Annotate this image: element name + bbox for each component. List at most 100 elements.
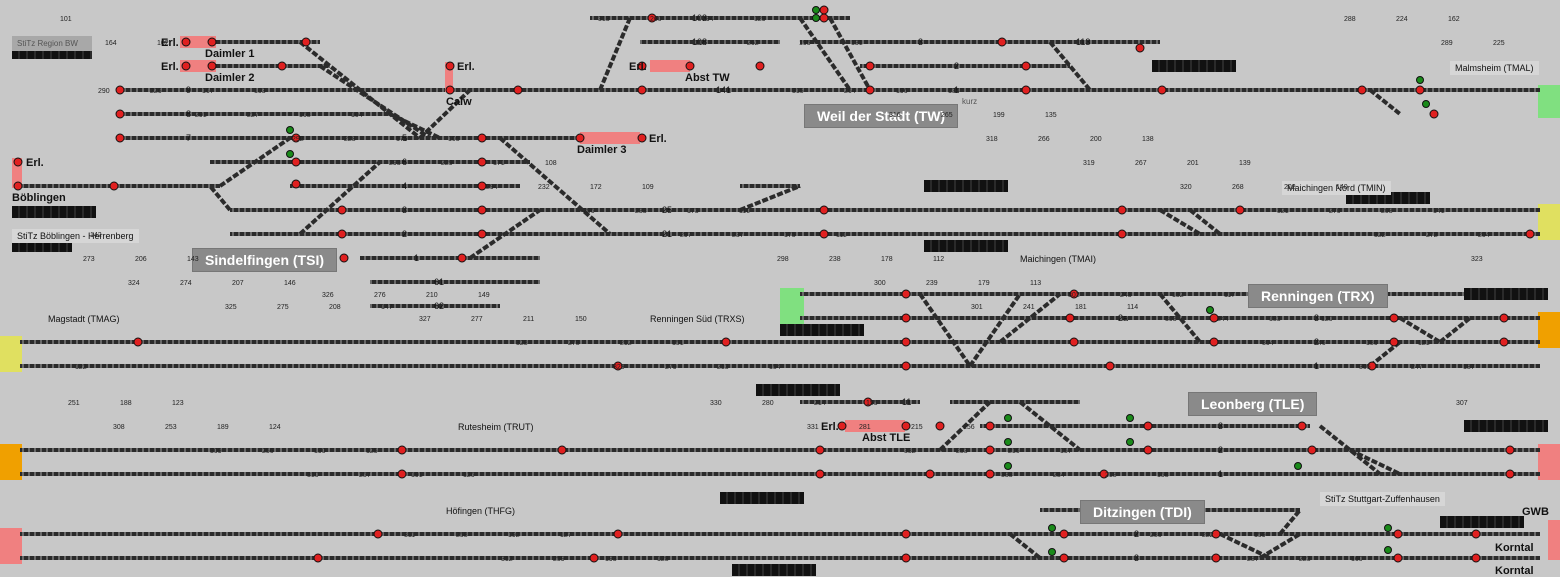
signal[interactable] bbox=[1367, 361, 1377, 371]
block-abst-tw[interactable]: Abst TW bbox=[685, 72, 730, 84]
pre-signal[interactable] bbox=[812, 6, 820, 14]
pre-signal[interactable] bbox=[812, 14, 820, 22]
signal[interactable] bbox=[1393, 529, 1403, 539]
signal[interactable] bbox=[133, 337, 143, 347]
track-segment[interactable] bbox=[800, 400, 920, 404]
signal[interactable] bbox=[301, 37, 311, 47]
signal[interactable] bbox=[109, 181, 119, 191]
block-korntal-1[interactable]: Korntal bbox=[1495, 542, 1534, 554]
edge-marker-green[interactable] bbox=[1538, 85, 1560, 118]
signal[interactable] bbox=[1389, 337, 1399, 347]
signal[interactable] bbox=[1389, 313, 1399, 323]
track-segment[interactable] bbox=[230, 232, 1540, 236]
signal[interactable] bbox=[1505, 469, 1515, 479]
track-crossover[interactable] bbox=[1219, 532, 1271, 560]
edge-marker-pink[interactable] bbox=[0, 528, 22, 564]
signal[interactable] bbox=[613, 529, 623, 539]
erl-label[interactable]: Erl. bbox=[821, 421, 839, 433]
track-segment[interactable] bbox=[640, 40, 780, 44]
signal[interactable] bbox=[1135, 43, 1145, 53]
signal[interactable] bbox=[1499, 337, 1509, 347]
signal[interactable] bbox=[1307, 445, 1317, 455]
edge-marker-orange[interactable] bbox=[0, 444, 22, 480]
track-segment[interactable] bbox=[180, 64, 330, 68]
erl-label[interactable]: Erl. bbox=[161, 37, 179, 49]
signal[interactable] bbox=[815, 445, 825, 455]
signal[interactable] bbox=[1429, 109, 1439, 119]
signal[interactable] bbox=[477, 157, 487, 167]
station-label-weil-der-stadt[interactable]: Weil der Stadt (TW) bbox=[804, 104, 959, 128]
track-crossover[interactable] bbox=[1048, 40, 1092, 92]
track-segment[interactable] bbox=[590, 16, 850, 20]
track-segment[interactable] bbox=[20, 556, 1540, 560]
erl-label[interactable]: Erl. bbox=[161, 61, 179, 73]
signal[interactable] bbox=[901, 337, 911, 347]
signal[interactable] bbox=[837, 421, 847, 431]
signal[interactable] bbox=[721, 337, 731, 347]
track-crossover[interactable] bbox=[1349, 448, 1401, 476]
signal[interactable] bbox=[1059, 529, 1069, 539]
edge-marker-yellow[interactable] bbox=[0, 336, 22, 372]
track-crossover[interactable] bbox=[208, 184, 232, 212]
track-segment[interactable] bbox=[210, 160, 530, 164]
signal[interactable] bbox=[997, 37, 1007, 47]
signal[interactable] bbox=[1211, 529, 1221, 539]
station-label-leonberg[interactable]: Leonberg (TLE) bbox=[1188, 392, 1318, 416]
erl-label[interactable]: Erl. bbox=[649, 133, 667, 145]
block-gwb[interactable]: GWB bbox=[1522, 506, 1549, 518]
signal[interactable] bbox=[901, 361, 911, 371]
signal[interactable] bbox=[397, 445, 407, 455]
pre-signal[interactable] bbox=[1126, 414, 1134, 422]
signal[interactable] bbox=[685, 61, 695, 71]
track-segment[interactable] bbox=[120, 112, 390, 116]
signal[interactable] bbox=[1415, 85, 1425, 95]
signal[interactable] bbox=[291, 133, 301, 143]
station-label-renningen[interactable]: Renningen (TRX) bbox=[1248, 284, 1388, 308]
track-segment[interactable] bbox=[120, 88, 1540, 92]
signal[interactable] bbox=[901, 553, 911, 563]
track-segment[interactable] bbox=[20, 448, 1540, 452]
signal[interactable] bbox=[477, 133, 487, 143]
block-calw[interactable]: Calw bbox=[446, 96, 472, 108]
signal[interactable] bbox=[1105, 361, 1115, 371]
signal[interactable] bbox=[901, 313, 911, 323]
track-segment[interactable] bbox=[800, 40, 1160, 44]
signal[interactable] bbox=[1209, 313, 1219, 323]
block-abst-tle[interactable]: Abst TLE bbox=[862, 432, 911, 444]
track-crossover[interactable] bbox=[918, 292, 972, 368]
pre-signal[interactable] bbox=[1384, 524, 1392, 532]
block-boeblingen[interactable]: Böblingen bbox=[12, 192, 66, 204]
signal[interactable] bbox=[647, 13, 657, 23]
track-crossover[interactable] bbox=[468, 208, 542, 260]
erl-label[interactable]: Erl. bbox=[457, 61, 475, 73]
signal[interactable] bbox=[313, 553, 323, 563]
track-crossover[interactable] bbox=[1008, 532, 1042, 560]
erl-block[interactable] bbox=[12, 158, 22, 188]
signal[interactable] bbox=[373, 529, 383, 539]
signal[interactable] bbox=[925, 469, 935, 479]
pre-signal[interactable] bbox=[1004, 414, 1012, 422]
track-crossover[interactable] bbox=[418, 88, 472, 140]
signal[interactable] bbox=[207, 37, 217, 47]
signal[interactable] bbox=[1357, 85, 1367, 95]
track-segment[interactable] bbox=[290, 184, 520, 188]
signal[interactable] bbox=[1471, 529, 1481, 539]
signal[interactable] bbox=[865, 61, 875, 71]
block-daimler-2[interactable]: Daimler 2 bbox=[205, 72, 255, 84]
station-label-ditzingen[interactable]: Ditzingen (TDI) bbox=[1080, 500, 1205, 524]
signal[interactable] bbox=[1143, 421, 1153, 431]
signal[interactable] bbox=[1209, 337, 1219, 347]
track-crossover[interactable] bbox=[389, 112, 441, 140]
signal[interactable] bbox=[1069, 337, 1079, 347]
signal[interactable] bbox=[445, 85, 455, 95]
track-segment[interactable] bbox=[800, 292, 1540, 296]
track-crossover[interactable] bbox=[498, 136, 612, 236]
track-segment[interactable] bbox=[370, 304, 500, 308]
signal[interactable] bbox=[181, 37, 191, 47]
track-crossover[interactable] bbox=[998, 292, 1062, 344]
track-segment[interactable] bbox=[20, 184, 220, 188]
signal[interactable] bbox=[477, 229, 487, 239]
signal[interactable] bbox=[637, 133, 647, 143]
track-segment[interactable] bbox=[20, 532, 1540, 536]
track-crossover[interactable] bbox=[298, 160, 382, 236]
